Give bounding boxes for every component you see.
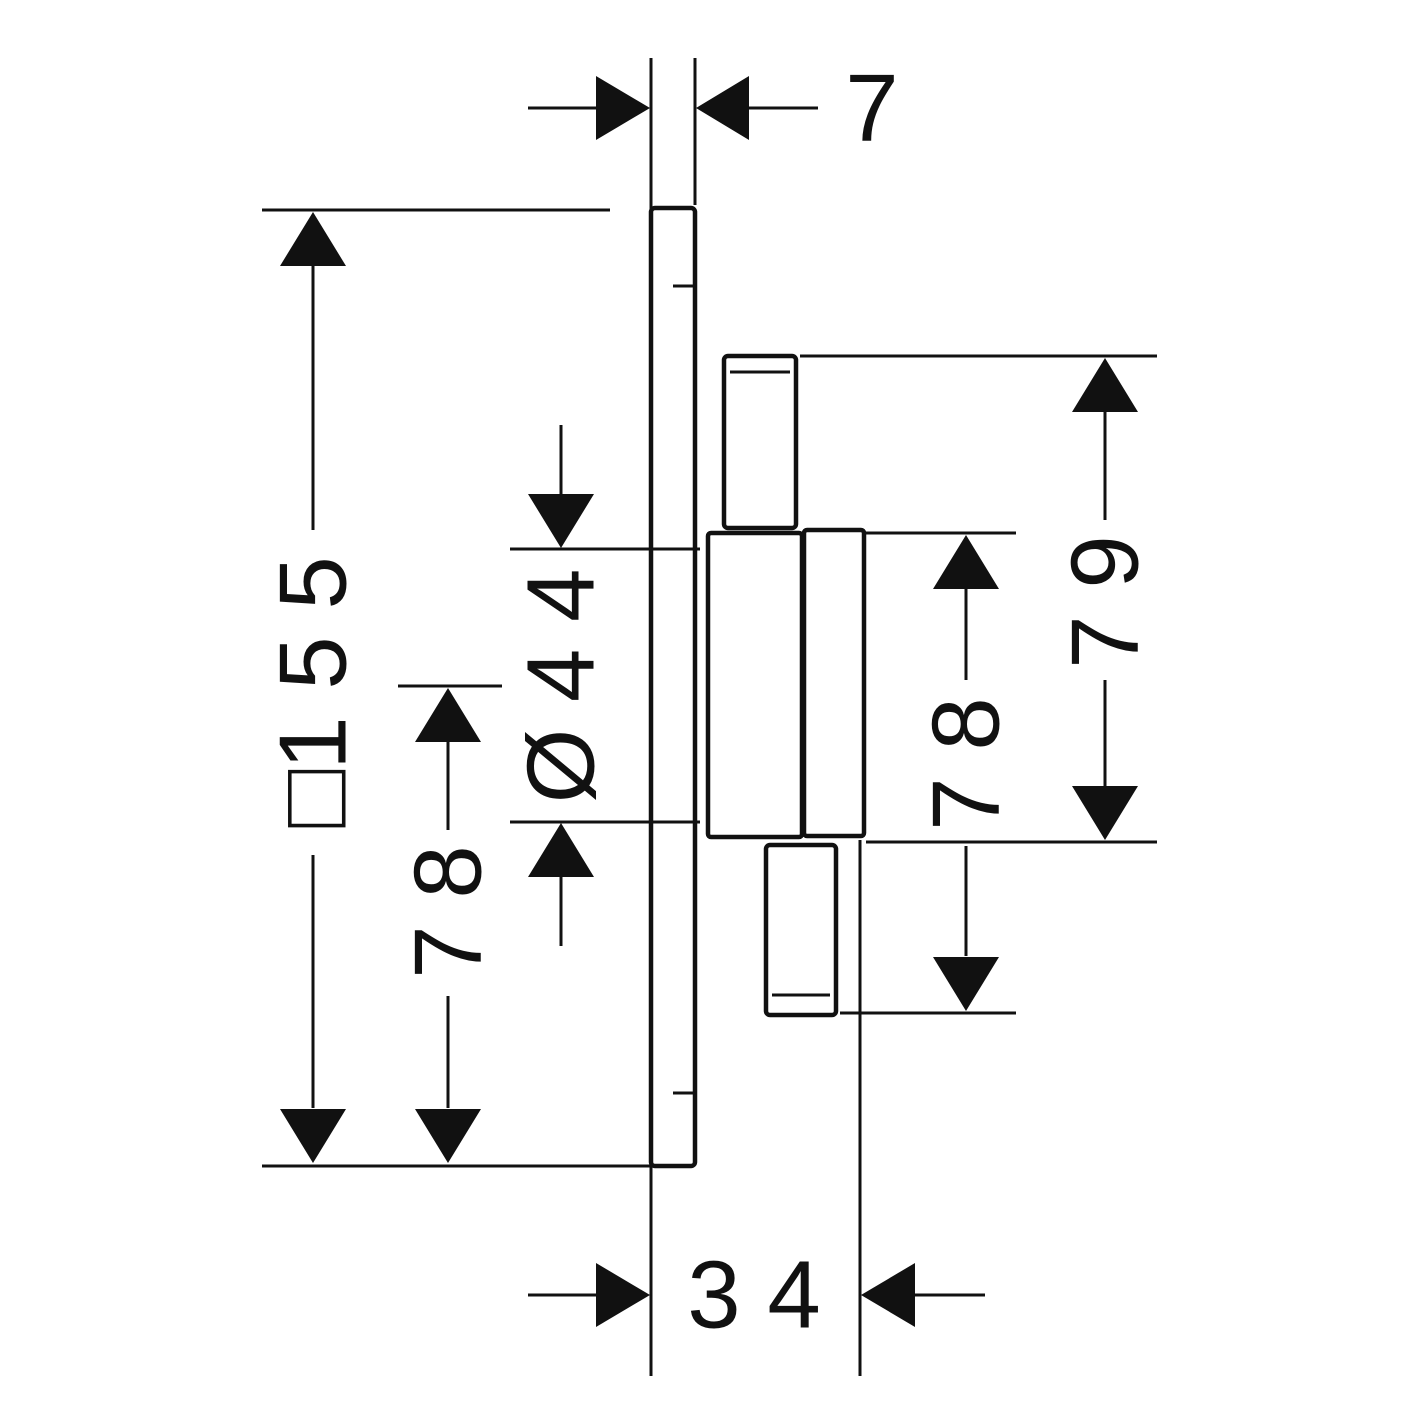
arrow-155-bottom [280, 1109, 346, 1163]
label-right-outer: 7 9 [1052, 535, 1159, 668]
extension-lines [262, 58, 1157, 1376]
label-bottom-width: 3 4 [687, 1242, 820, 1349]
part-outline [648, 205, 867, 1169]
arrow-right78-bottom [933, 957, 999, 1011]
arrow-dia-top [528, 494, 594, 548]
handle-upper [721, 353, 799, 531]
handle-lower [763, 842, 839, 1018]
arrow-left78-bottom [415, 1109, 481, 1163]
arrow-7-right [696, 76, 749, 140]
arrow-155-top [280, 212, 346, 266]
arrow-left78-top [415, 688, 481, 742]
arrow-7-left [596, 76, 650, 140]
wall-plate [648, 205, 698, 1169]
arrow-79-bottom [1072, 786, 1138, 840]
label-top-width: 7 [845, 55, 898, 162]
arrow-right78-top [933, 535, 999, 589]
arrow-34-left [596, 1263, 650, 1327]
arrow-dia-bottom [528, 823, 594, 877]
label-left-offset: 7 8 [395, 845, 502, 978]
dimension-labels: 7 3 4 □1 5 5 7 8 Ø 4 4 7 8 7 9 [260, 55, 1159, 1349]
arrow-34-right [861, 1263, 915, 1327]
arrowheads [280, 76, 1138, 1327]
label-right-inner: 7 8 [913, 697, 1020, 830]
center-cap [801, 527, 867, 839]
dimension-lines [311, 106, 1107, 1297]
label-diameter: Ø 4 4 [508, 569, 615, 804]
arrow-79-top [1072, 358, 1138, 412]
label-plate-size: □1 5 5 [260, 556, 367, 828]
center-body [705, 530, 805, 840]
